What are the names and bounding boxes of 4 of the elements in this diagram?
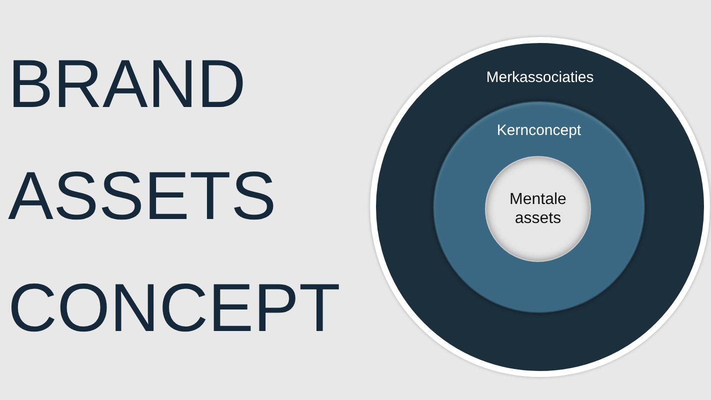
circle-label: Mentale assets (508, 190, 568, 228)
ring-label: Kernconcept (496, 122, 582, 140)
ring-label: Merkassociaties (486, 69, 594, 87)
title: BRAND ASSETS CONCEPT (8, 45, 342, 348)
